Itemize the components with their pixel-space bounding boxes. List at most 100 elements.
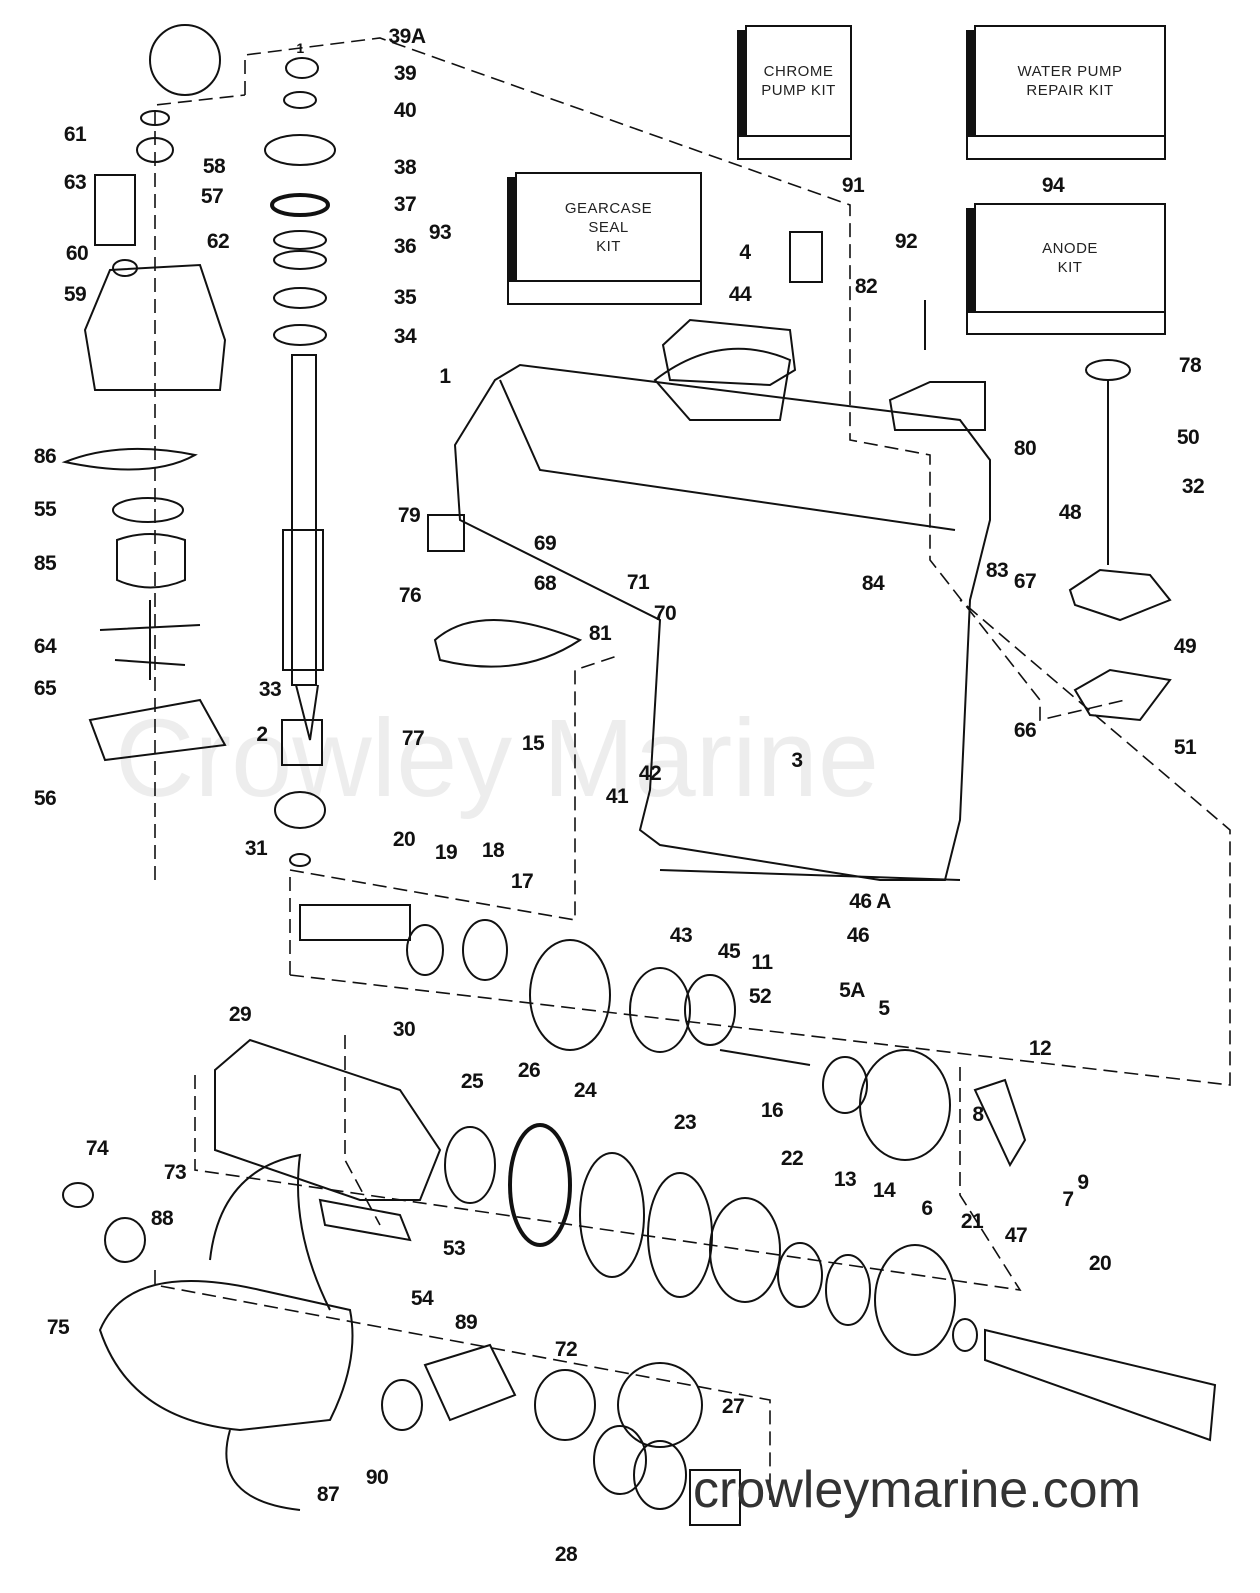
part-number-label: 73 (163, 1161, 187, 1184)
part-number-label: 52 (748, 985, 772, 1008)
part-number-label: 90 (365, 1466, 389, 1489)
gearcase-housing (453, 347, 991, 881)
part-number-label: 34 (393, 325, 417, 348)
gearcase-seal-kit-box: GEARCASE SEAL KIT (507, 172, 702, 305)
part-number-label: 55 (33, 498, 57, 521)
anode-kit-box: ANODE KIT (966, 203, 1166, 335)
part-number-label: 66 (1013, 719, 1037, 742)
part-number-label: 38 (393, 156, 417, 179)
part-number-label: 21 (960, 1210, 984, 1233)
part-number-label: 1 (296, 40, 304, 56)
part-number-label: 61 (63, 123, 87, 146)
part-number-label: 51 (1173, 736, 1197, 759)
part-number-label: 41 (605, 785, 629, 808)
kit-label-line: PUMP KIT (761, 82, 836, 99)
part-number-label: 58 (202, 155, 226, 178)
part-number-label: 12 (1028, 1037, 1052, 1060)
part-number-label: 94 (1041, 174, 1065, 197)
part-number-label: 82 (854, 275, 878, 298)
part-number-label: 91 (841, 174, 865, 197)
part-number-label: 25 (460, 1070, 484, 1093)
part-number-label: 88 (150, 1207, 174, 1230)
part-number-label: 80 (1013, 437, 1037, 460)
part-number-label: 46 A (849, 890, 891, 913)
part-number-label: 22 (780, 1147, 804, 1170)
part-number-label: 6 (921, 1197, 933, 1220)
part-number-label: 54 (410, 1287, 434, 1310)
part-number-label: 37 (393, 193, 417, 216)
part-number-label: 87 (316, 1483, 340, 1506)
part-number-label: 39A (388, 25, 426, 48)
part-number-label: 30 (392, 1018, 416, 1041)
part-number-label: 24 (573, 1079, 597, 1102)
kit-label-line: KIT (1057, 259, 1083, 276)
part-number-label: 86 (33, 445, 57, 468)
part-number-label: 85 (33, 552, 57, 575)
part-number-label: 26 (517, 1059, 541, 1082)
part-number-label: 60 (65, 242, 89, 265)
part-number-label: 70 (653, 602, 677, 625)
part-number-label: 77 (401, 727, 425, 750)
part-number-label: 44 (728, 283, 752, 306)
part-number-label: 11 (751, 951, 773, 974)
gear-assembly (214, 904, 1217, 1442)
part-number-label: 62 (206, 230, 230, 253)
part-number-label: 17 (510, 870, 534, 893)
part-number-label: 89 (454, 1311, 478, 1334)
part-number-label: 47 (1004, 1224, 1028, 1247)
part-number-label: 13 (833, 1168, 857, 1191)
kit-label-line: ANODE (1042, 240, 1098, 257)
part-number-label: 14 (872, 1179, 896, 1202)
part-number-label: 31 (244, 837, 268, 860)
part-number-label: 76 (398, 584, 422, 607)
part-number-label: 84 (861, 572, 885, 595)
seal-detail-circle (149, 24, 221, 96)
part-number-label: 16 (760, 1099, 784, 1122)
part-number-label: 53 (442, 1237, 466, 1260)
part-number-label: 46 (846, 924, 870, 947)
part-number-label: 1 (439, 365, 451, 388)
part-number-label: 7 (1062, 1188, 1074, 1211)
part-number-label: 36 (393, 235, 417, 258)
part-number-label: 75 (46, 1316, 70, 1339)
part-number-label: 71 (626, 571, 650, 594)
part-number-label: 69 (533, 532, 557, 555)
part-number-label: 59 (63, 283, 87, 306)
part-number-label: 20 (1088, 1252, 1112, 1275)
part-number-label: 65 (33, 677, 57, 700)
kit-label-line: SEAL (588, 218, 629, 236)
website-watermark: crowleymarine.com (693, 1461, 1141, 1519)
part-number-label: 64 (33, 635, 57, 658)
part-number-label: 28 (554, 1543, 578, 1566)
part-number-label: 20 (392, 828, 416, 851)
part-number-label: 42 (638, 762, 662, 785)
part-number-label: 5A (839, 979, 865, 1002)
chrome-pump-kit-box: CHROME PUMP KIT (737, 25, 852, 160)
kit-label-line: GEARCASE (564, 199, 653, 217)
part-number-label: 74 (85, 1137, 109, 1160)
part-number-label: 67 (1013, 570, 1037, 593)
seal-detail-circle (617, 1362, 703, 1448)
part-number-label: 83 (985, 559, 1009, 582)
part-number-label: 9 (1077, 1171, 1089, 1194)
part-number-label: 50 (1176, 426, 1200, 449)
part-number-label: 57 (200, 185, 224, 208)
part-number-label: 5 (878, 997, 890, 1020)
kit-label-line: CHROME (763, 63, 834, 80)
misc-parts (427, 231, 1172, 722)
part-number-label: 32 (1181, 475, 1205, 498)
part-number-label: 63 (63, 171, 87, 194)
part-number-label: 19 (434, 841, 458, 864)
watermark: Crowley Marine (115, 697, 880, 820)
part-number-label: 43 (669, 924, 693, 947)
part-number-label: 72 (554, 1338, 578, 1361)
water-pump-parts (61, 110, 227, 762)
part-number-label: 4 (739, 241, 751, 264)
part-number-label: 81 (588, 622, 612, 645)
part-number-label: 56 (33, 787, 57, 810)
part-number-label: 49 (1173, 635, 1197, 658)
part-number-label: 8 (972, 1103, 984, 1126)
part-number-label: 79 (397, 504, 421, 527)
